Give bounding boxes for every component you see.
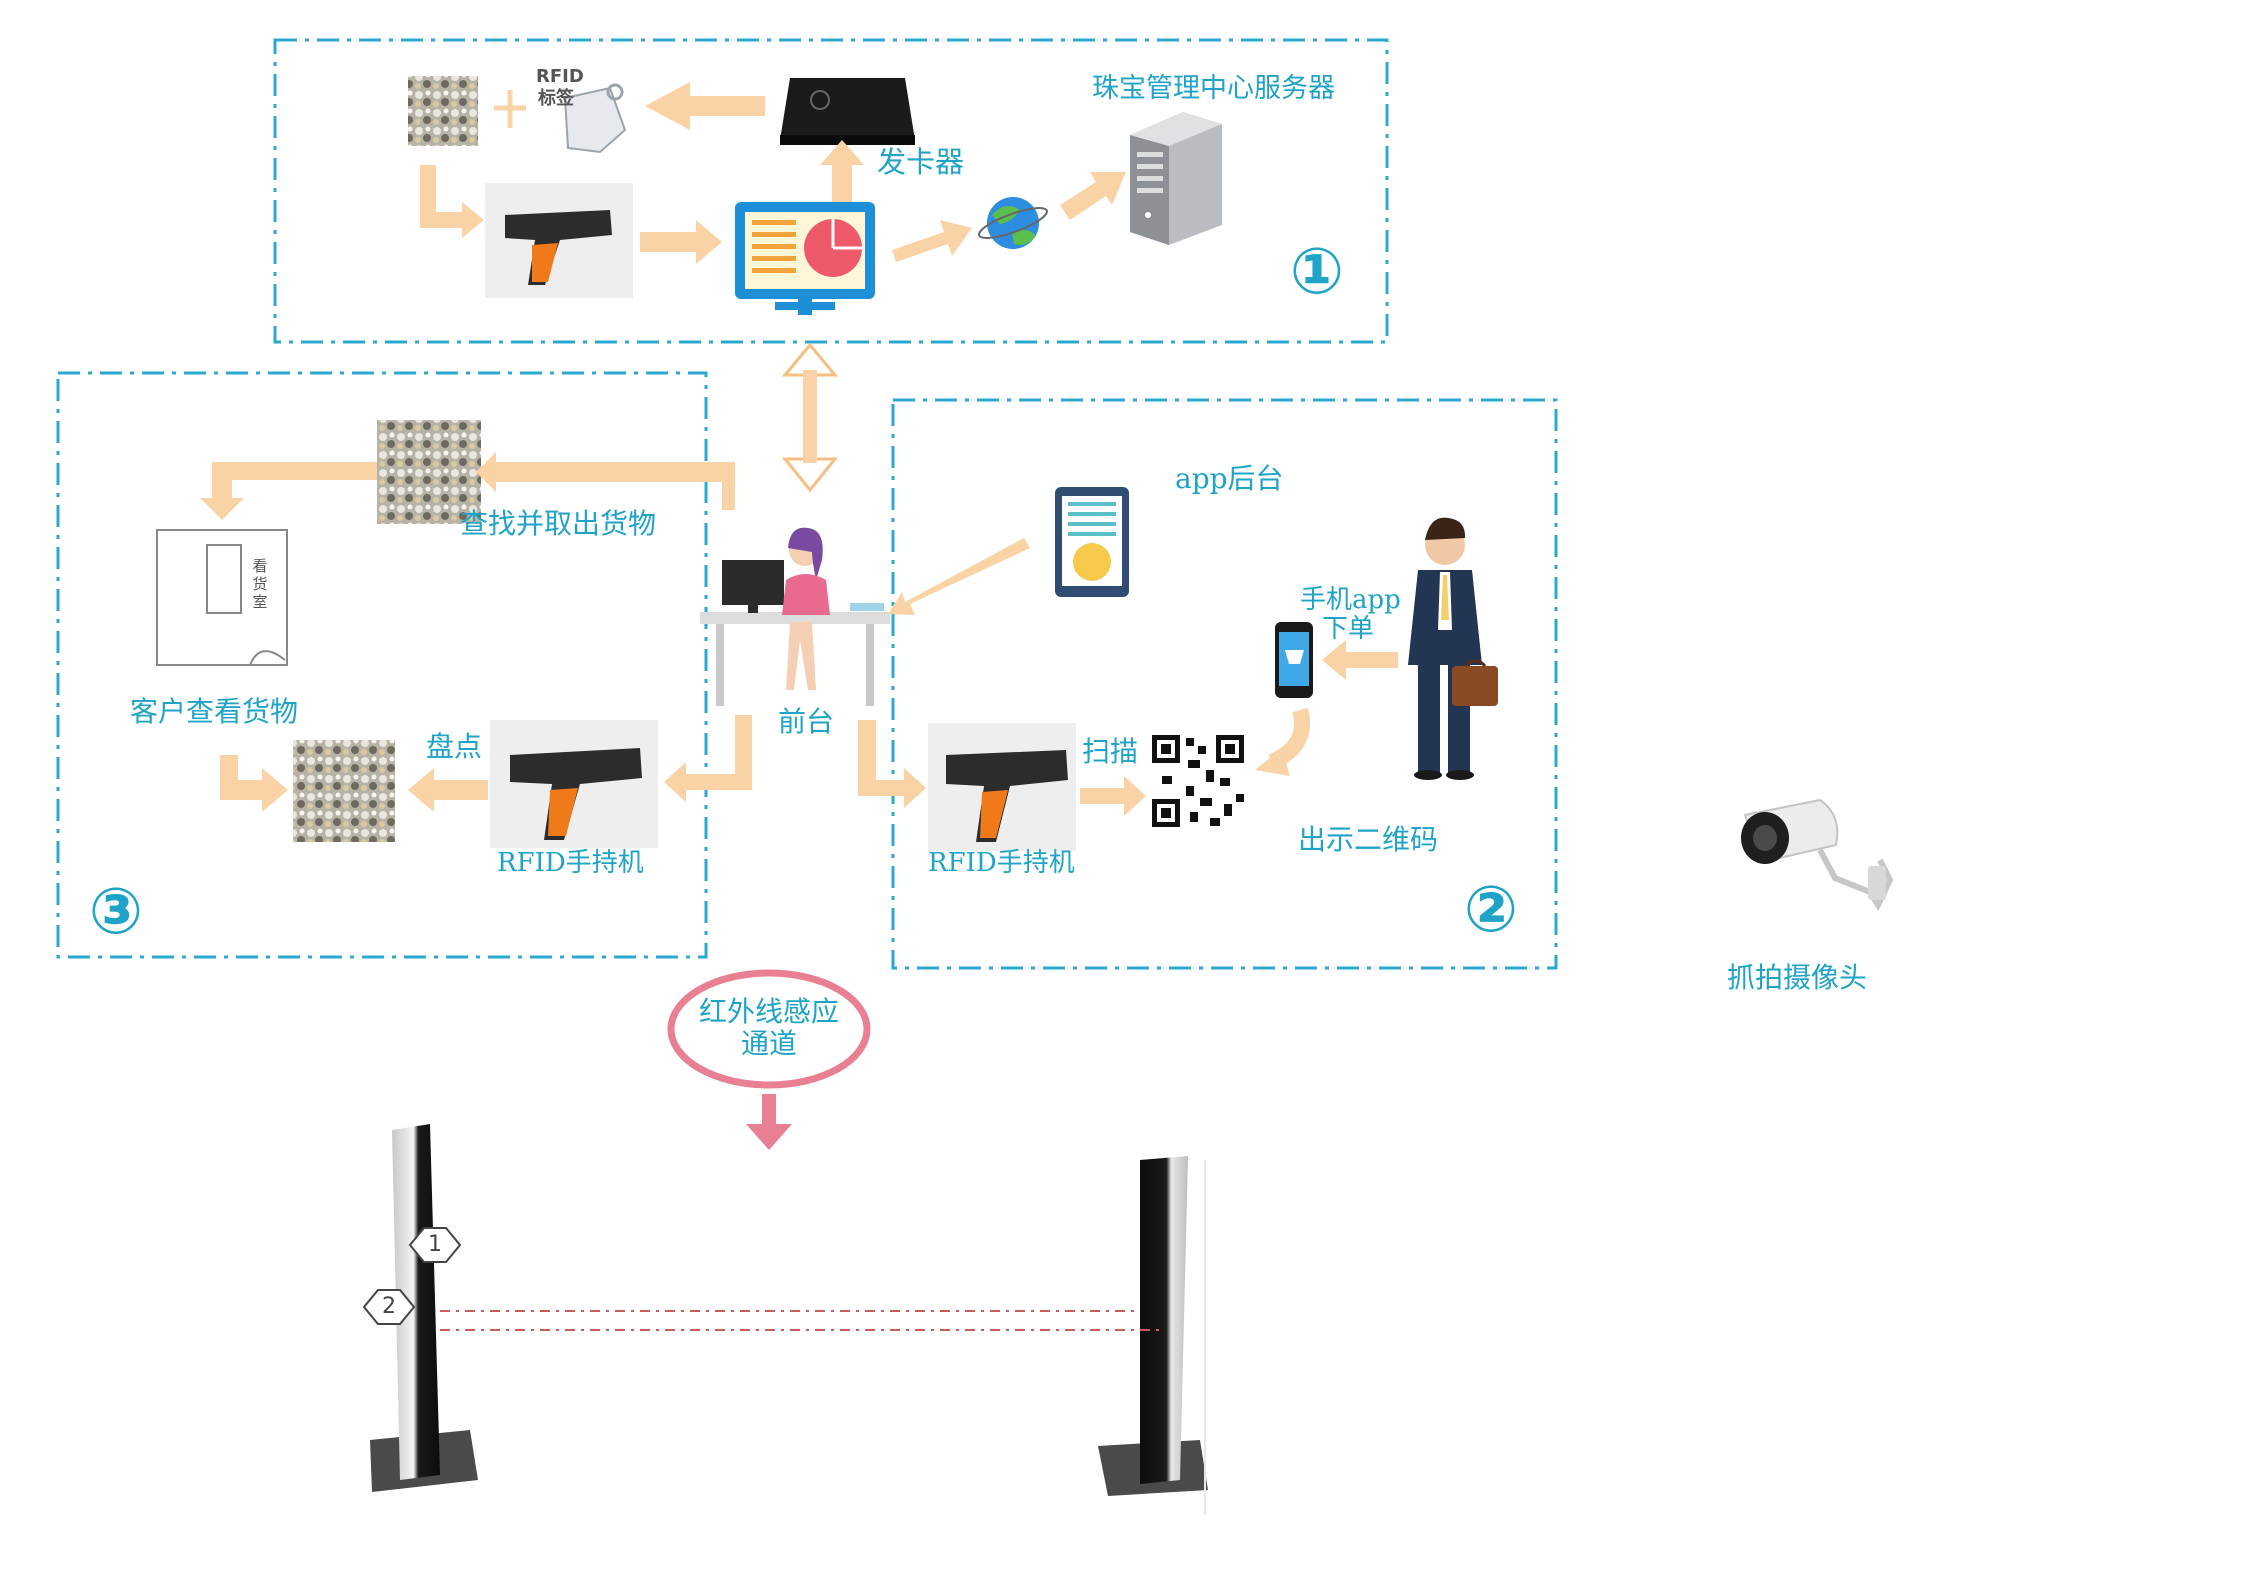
rfid-reader-icon-zone2 — [946, 750, 1068, 842]
monitor-icon — [735, 202, 875, 315]
zone2-border — [891, 398, 1558, 970]
label-rfid-handheld-left: RFID手持机 — [497, 848, 644, 878]
zone3-border — [56, 371, 708, 959]
front-desk-illustration — [700, 527, 890, 706]
label-rfid-tag-line1: RFID — [536, 66, 584, 87]
viewing-room-icon — [156, 529, 288, 666]
arrow-tablet-to-desk — [888, 538, 1030, 615]
infrared-beams — [440, 1310, 1160, 1331]
arrow-monitor-to-issuer — [820, 140, 864, 202]
label-scan: 扫描 — [1082, 735, 1139, 768]
gate-left-pillar — [370, 1124, 478, 1492]
label-customer-view: 客户查看货物 — [130, 695, 299, 728]
label-card-issuer: 发卡器 — [877, 145, 965, 179]
businessman-illustration — [1408, 517, 1498, 780]
arrow-monitor-to-globe — [892, 220, 972, 262]
plus-icon — [494, 90, 526, 128]
label-front-desk: 前台 — [778, 705, 835, 738]
label-rfid-tag-line2: 标签 — [538, 88, 574, 109]
rfid-reader-icon-zone3 — [510, 748, 642, 840]
arrow-double-vertical — [781, 342, 839, 493]
globe-icon — [978, 197, 1048, 249]
viewing-room-label: 看 货 室 — [252, 557, 268, 611]
zone3-number: ③ — [88, 875, 144, 949]
arrow-desk-to-reader2 — [858, 720, 926, 808]
label-server: 珠宝管理中心服务器 — [1092, 73, 1335, 104]
arrow-reader-to-qr — [1080, 776, 1146, 816]
infrared-channel-label: 红外线感应 通道 — [698, 995, 839, 1061]
arrow-issuer-to-tag — [645, 82, 765, 130]
arrow-reader-to-gems — [408, 768, 488, 812]
label-show-qr: 出示二维码 — [1298, 823, 1439, 856]
label-rfid-handheld-right: RFID手持机 — [928, 848, 1075, 878]
label-inventory: 盘点 — [426, 730, 483, 763]
server-icon — [1130, 112, 1222, 245]
arrow-desk-to-gems — [476, 452, 735, 510]
gems-image-zone3-bottom — [293, 740, 395, 842]
rfid-tag-icon — [563, 83, 627, 154]
infrared-oval — [667, 969, 871, 1089]
zone1-number: ① — [1289, 235, 1345, 309]
gate-marker-2-hex — [362, 1289, 416, 1325]
gems-image-zone3-top — [377, 420, 481, 524]
arrow-globe-to-server — [1060, 172, 1126, 220]
arrow-view-to-gems — [220, 755, 288, 812]
tablet-icon — [1055, 487, 1129, 597]
phone-icon — [1275, 622, 1313, 698]
label-app-backend: app后台 — [1175, 462, 1284, 495]
qr-code-icon — [1150, 733, 1246, 829]
arrow-desk-to-reader3 — [664, 715, 752, 802]
gate-marker-1: 1 — [428, 1232, 442, 1257]
label-mobile-order-line1: 手机app — [1300, 585, 1401, 615]
gate-right-pillar — [1098, 1156, 1208, 1515]
card-issuer-device — [780, 78, 915, 145]
infrared-arrow-down — [746, 1094, 792, 1150]
label-capture-camera: 抓拍摄像头 — [1727, 961, 1868, 994]
gems-image-top — [408, 76, 478, 146]
arrow-man-to-phone — [1322, 640, 1398, 680]
arrow-gems-to-room — [200, 462, 377, 520]
zone1-border — [273, 38, 1389, 344]
arrow-gems-to-reader — [420, 165, 484, 238]
camera-icon — [1741, 798, 1894, 912]
label-find-goods: 查找并取出货物 — [460, 507, 657, 540]
gate-marker-2: 2 — [382, 1294, 396, 1319]
zone2-number: ② — [1463, 873, 1519, 947]
arrow-reader-to-monitor — [640, 220, 722, 264]
rfid-reader-icon-top — [505, 210, 612, 285]
label-mobile-order-line2: 下单 — [1322, 614, 1375, 644]
gate-marker-1-hex — [408, 1227, 462, 1263]
